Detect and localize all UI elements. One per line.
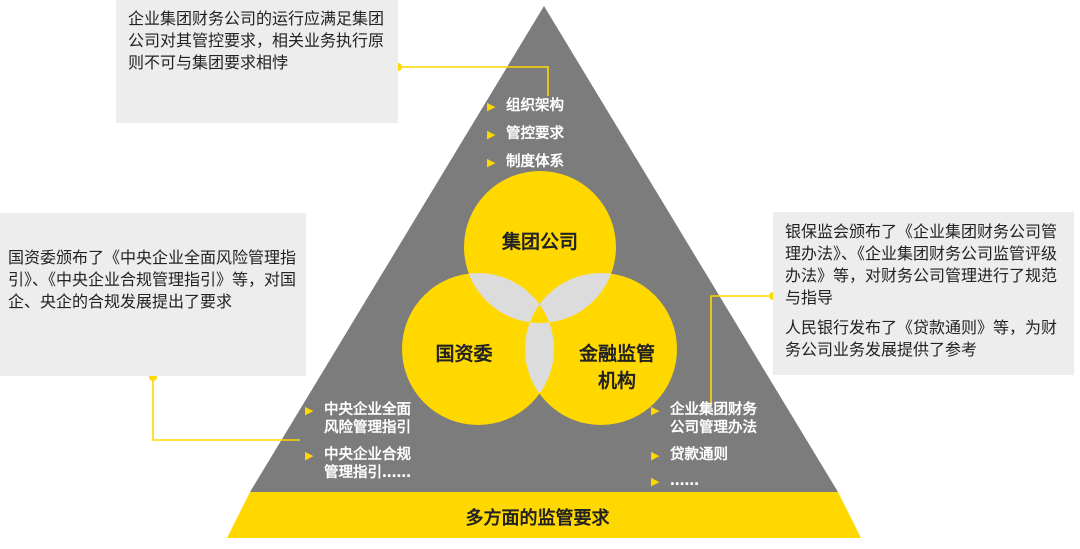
top-item-1-text: 管控要求 [506, 126, 564, 142]
top-item-2-text: 制度体系 [506, 154, 564, 170]
circle-top-label: 集团公司 [501, 231, 578, 253]
note-top: 企业集团财务公司的运行应满足集团公司对其管控要求，相关业务执行原则不可与集团要求… [116, 0, 398, 123]
left-item-1: ▶ 中央企业合规管理指引…… [305, 446, 411, 482]
right-item-1-text: 贷款通则 [670, 447, 728, 463]
note-left: 国资委颁布了《中央企业全面风险管理指引》、《中央企业合规管理指引》等，对国企、央… [0, 213, 306, 376]
triangle-bullet-icon: ▶ [651, 404, 660, 417]
connector-right [710, 295, 773, 406]
circle-left-label: 国资委 [435, 343, 493, 365]
right-item-2: ▶ …… [651, 472, 699, 491]
triangle-bullet-icon: ▶ [651, 449, 660, 462]
overlap-top-left [464, 273, 554, 323]
left-item-0-line2: 风险管理指引 [324, 420, 411, 436]
triangle-bullet-icon: ▶ [487, 156, 496, 169]
right-item-2-text: …… [670, 473, 699, 489]
circle-right-label-line1: 金融监管 [578, 343, 655, 365]
top-item-0-text: 组织架构 [506, 98, 564, 114]
triangle-bullet-icon: ▶ [305, 404, 314, 417]
right-item-0-line1: 企业集团财务 [670, 402, 757, 418]
top-item-1: ▶ 管控要求 [487, 125, 564, 144]
left-item-0: ▶ 中央企业全面风险管理指引 [305, 401, 411, 437]
note-right-text-2: 人民银行发布了《贷款通则》等，为财务公司业务发展提供了参考 [785, 318, 1058, 359]
note-left-text: 国资委颁布了《中央企业全面风险管理指引》、《中央企业合规管理指引》等，对国企、央… [8, 248, 297, 311]
right-item-1: ▶ 贷款通则 [651, 446, 728, 465]
overlap-top-right [525, 273, 616, 323]
triangle-bullet-icon: ▶ [651, 475, 660, 488]
note-right: 银保监会颁布了《企业集团财务公司管理办法》、《企业集团财务公司监管评级办法》等，… [773, 212, 1074, 375]
circle-right-label-line2: 机构 [597, 370, 636, 392]
pyramid-base-band [227, 492, 861, 538]
base-title: 多方面的监管要求 [465, 508, 610, 529]
left-item-0-line1: 中央企业全面 [324, 402, 411, 418]
connector-top [398, 66, 549, 96]
left-item-1-line2: 管理指引…… [324, 465, 411, 481]
right-item-0-line2: 公司管理办法 [670, 420, 757, 436]
right-item-0: ▶ 企业集团财务公司管理办法 [651, 401, 757, 437]
note-top-text: 企业集团财务公司的运行应满足集团公司对其管控要求，相关业务执行原则不可与集团要求… [128, 9, 385, 72]
circle-right-label: 金融监管 机构 [567, 341, 667, 395]
connector-left [152, 377, 300, 441]
top-item-0: ▶ 组织架构 [487, 97, 564, 116]
triangle-bullet-icon: ▶ [487, 100, 496, 113]
triangle-bullet-icon: ▶ [305, 449, 314, 462]
top-item-2: ▶ 制度体系 [487, 153, 564, 172]
note-right-text-1: 银保监会颁布了《企业集团财务公司管理办法》、《企业集团财务公司监管评级办法》等，… [785, 222, 1058, 307]
left-item-1-line1: 中央企业合规 [324, 447, 411, 463]
triangle-bullet-icon: ▶ [487, 128, 496, 141]
